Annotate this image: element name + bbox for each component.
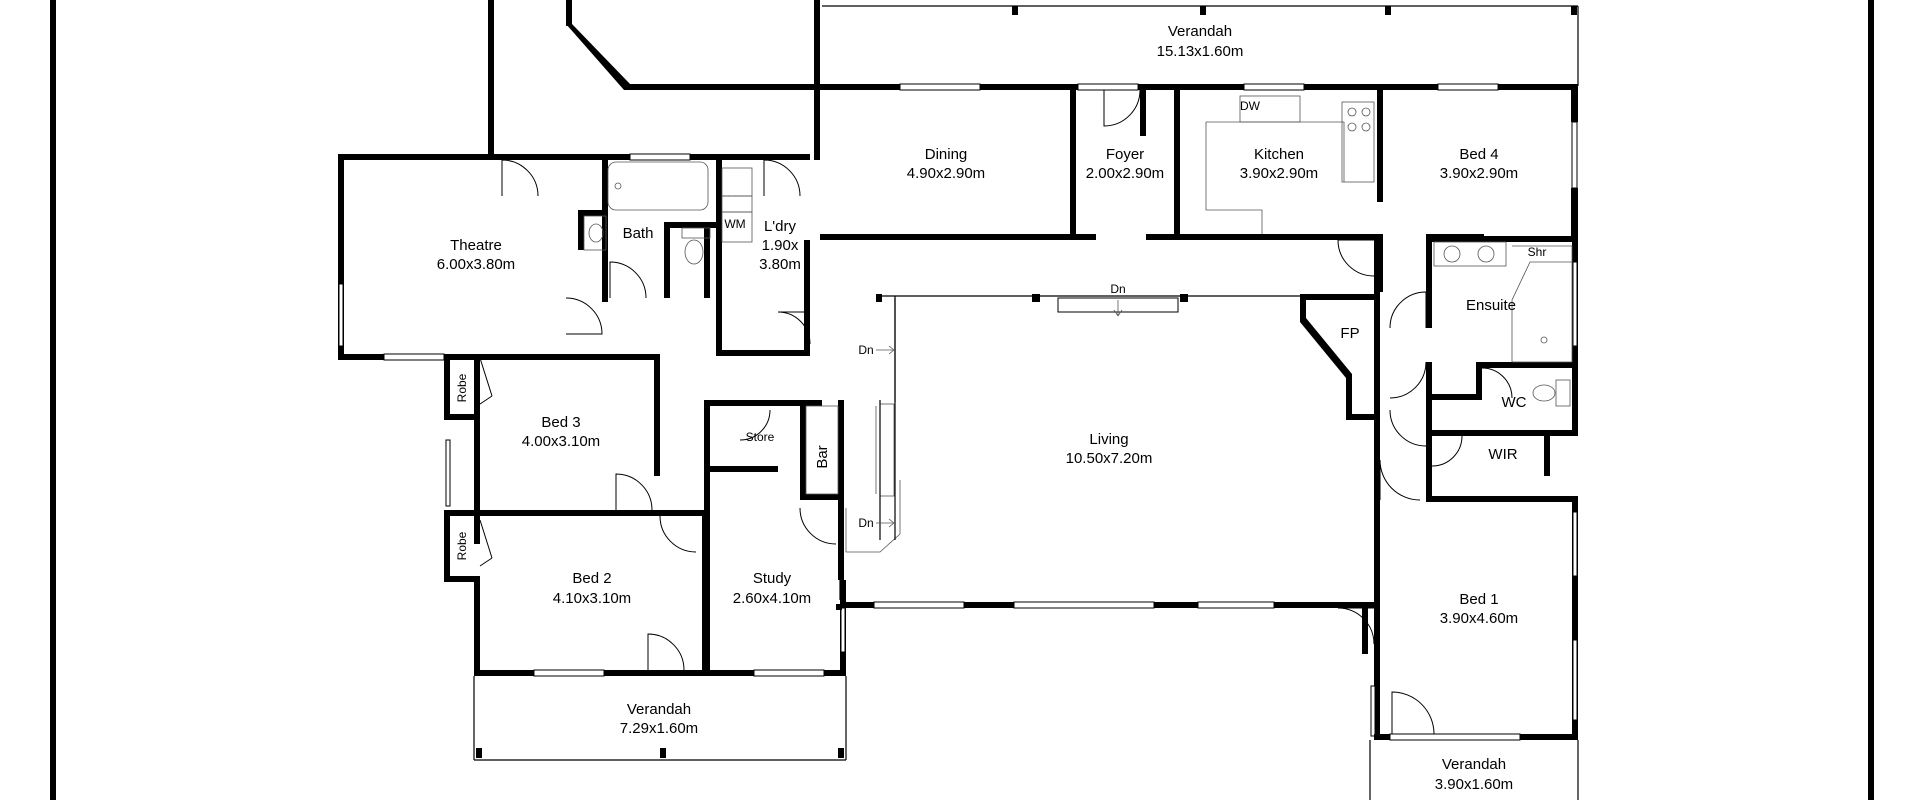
bed2-name: Bed 2 — [572, 570, 611, 587]
kitchen-dims: 3.90x2.90m — [1240, 165, 1318, 182]
laundry-dims-2: 3.80m — [759, 256, 801, 273]
theatre-walls — [338, 154, 656, 361]
wc-label: WC — [1502, 394, 1527, 411]
north-wall — [820, 83, 1578, 91]
verandah-top — [822, 5, 1579, 86]
verandah-top-dims: 15.13x1.60m — [1157, 43, 1244, 60]
dn-arrows — [876, 345, 895, 528]
living-walls — [836, 239, 1380, 654]
upper-wing — [488, 0, 822, 160]
dn-left-upper-label: Dn — [858, 343, 873, 357]
dn-left-lower-label: Dn — [858, 516, 873, 530]
theatre-name: Theatre — [450, 237, 502, 254]
theatre-dims: 6.00x3.80m — [437, 256, 515, 273]
foyer-name: Foyer — [1106, 146, 1144, 163]
verandah-right — [1369, 740, 1579, 800]
bed4-name: Bed 4 — [1459, 146, 1498, 163]
wet-area-walls — [565, 153, 811, 356]
dn-living-label: Dn — [1110, 282, 1125, 296]
verandah-bottom-name: Verandah — [627, 701, 691, 718]
bar-label: Bar — [814, 445, 831, 468]
bed1-walls — [1370, 500, 1578, 741]
bed1-dims: 3.90x4.60m — [1440, 610, 1518, 627]
verandah-bottom-dims: 7.29x1.60m — [620, 720, 698, 737]
dining-dims: 4.90x2.90m — [907, 165, 985, 182]
laundry-dims-1: 1.90x — [762, 237, 799, 254]
study-name: Study — [753, 570, 792, 587]
ensuite-name: Ensuite — [1466, 297, 1516, 314]
foyer-dims: 2.00x2.90m — [1086, 165, 1164, 182]
bed3-name: Bed 3 — [541, 414, 580, 431]
laundry-name: L'dry — [764, 218, 797, 235]
verandah-right-dims: 3.90x1.60m — [1435, 776, 1513, 793]
robe-label-1: Robe — [455, 373, 469, 402]
store-label: Store — [746, 430, 775, 444]
verandah-bottom — [473, 676, 847, 761]
wir-label: WIR — [1488, 446, 1517, 463]
bed3-dims: 4.00x3.10m — [522, 433, 600, 450]
master-suite-walls — [1379, 236, 1578, 502]
verandah-right-name: Verandah — [1442, 756, 1506, 773]
frame-left — [50, 0, 56, 800]
frame-right — [1868, 0, 1874, 800]
wm-label: WM — [724, 217, 745, 231]
bedrooms-left-walls — [444, 354, 708, 677]
fp-label: FP — [1340, 325, 1359, 342]
front-rooms-walls — [820, 86, 1578, 292]
bed1-name: Bed 1 — [1459, 591, 1498, 608]
bed4-dims: 3.90x2.90m — [1440, 165, 1518, 182]
robe-label-2: Robe — [455, 531, 469, 560]
dw-label: DW — [1240, 99, 1261, 113]
verandah-top-name: Verandah — [1168, 23, 1232, 40]
study-dims: 2.60x4.10m — [733, 590, 811, 607]
living-dims: 10.50x7.20m — [1066, 450, 1153, 467]
living-name: Living — [1089, 431, 1128, 448]
bath-name: Bath — [623, 225, 654, 242]
dining-name: Dining — [925, 146, 968, 163]
study-block-walls — [702, 400, 901, 677]
bed2-dims: 4.10x3.10m — [553, 590, 631, 607]
kitchen-name: Kitchen — [1254, 146, 1304, 163]
shr-label: Shr — [1528, 245, 1547, 259]
